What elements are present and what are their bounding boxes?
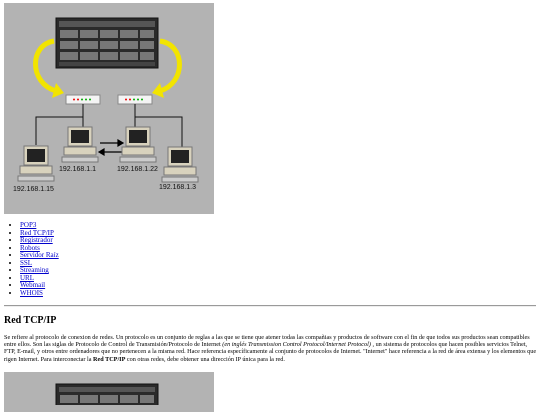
horizontal-divider — [4, 305, 536, 307]
para-text-italic: (en inglés Transmission Control Protocol… — [222, 341, 371, 349]
para-text-bold: Red TCP/IP — [93, 355, 126, 363]
ip-label-1: 192.168.1.15 — [13, 186, 54, 193]
nav-link-registrador[interactable]: Registrador — [20, 236, 53, 245]
nav-link-pop3[interactable]: POP3 — [20, 221, 37, 229]
server-rack-2-svg — [55, 383, 159, 407]
server-rack-icon — [55, 17, 159, 69]
computer-3-icon — [119, 126, 157, 163]
exchange-arrows-icon — [97, 138, 125, 157]
computer-1-icon — [17, 145, 55, 182]
switch-left-icon — [65, 94, 101, 105]
nav-link-webmail[interactable]: Webmail — [20, 281, 46, 290]
nav-item-registrador: Registrador — [20, 236, 59, 245]
yellow-arrow-right-icon — [152, 38, 182, 98]
nav-item-red-tcpip: Red TCP/IP — [20, 228, 59, 238]
switch-right-icon — [117, 94, 153, 105]
ip-label-4: 192.168.1.3 — [159, 184, 196, 191]
article-paragraph: Se refiere al protocolo de conexion de r… — [4, 334, 538, 363]
nav-item-whois: WHOIS — [20, 288, 59, 298]
nav-item-servidor-raiz: Servidor Raíz — [20, 251, 59, 260]
computer-2-icon — [61, 126, 99, 163]
para-text-start: Se refiere al protocolo de conexion de r… — [4, 334, 530, 349]
para-text-end: con otras redes, debe obtener una direcc… — [125, 355, 285, 363]
nav-list: POP3 Red TCP/IP Registrador Robots Servi… — [0, 221, 59, 298]
server-rack-2-icon — [55, 383, 159, 407]
network-diagram-image: 192.168.1.15 192.168.1.1 192.168.1.22 19… — [4, 3, 214, 214]
nav-item-streaming: Streaming — [20, 267, 59, 275]
network-diagram-svg: 192.168.1.15 192.168.1.1 192.168.1.22 19… — [13, 17, 199, 193]
nav-link-servidor-raiz[interactable]: Servidor Raíz — [20, 251, 59, 260]
network-cables — [35, 104, 183, 147]
ip-label-2: 192.168.1.1 — [59, 166, 96, 173]
nav-item-ssl: SSL — [20, 258, 59, 268]
nav-link-robots[interactable]: Robots — [20, 243, 40, 252]
nav-link-whois[interactable]: WHOIS — [20, 288, 43, 297]
yellow-arrow-left-icon — [33, 38, 64, 98]
nav-item-webmail: Webmail — [20, 282, 59, 290]
nav-link-streaming[interactable]: Streaming — [20, 266, 49, 275]
network-diagram-image-2 — [4, 372, 214, 412]
nav-link-red-tcpip[interactable]: Red TCP/IP — [20, 228, 54, 237]
computer-4-icon — [161, 146, 199, 183]
nav-item-pop3: POP3 — [20, 221, 59, 230]
ip-label-3: 192.168.1.22 — [117, 166, 158, 173]
nav-link-url[interactable]: URL — [20, 273, 34, 282]
para-text-mid: , un sistema de protocolos que hacen pos… — [4, 341, 537, 363]
nav-item-url: URL — [20, 273, 59, 283]
nav-link-ssl[interactable]: SSL — [20, 258, 33, 267]
article-title: Red TCP/IP — [4, 315, 57, 326]
nav-item-robots: Robots — [20, 243, 59, 253]
